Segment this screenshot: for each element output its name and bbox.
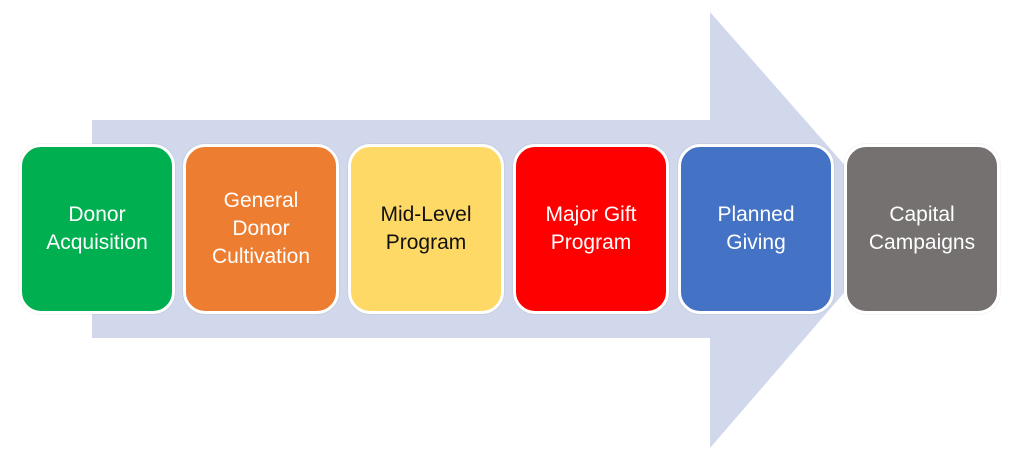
stage-planned-giving: Planned Giving (678, 144, 834, 314)
stage-label: Planned Giving (717, 203, 795, 254)
stage-general-donor-cultivation: General Donor Cultivation (183, 144, 339, 314)
stage-capital-campaigns: Capital Campaigns (844, 144, 1000, 314)
stage-mid-level-program: Mid-Level Program (348, 144, 504, 314)
stage-label: General Donor Cultivation (211, 189, 311, 268)
stage-label: Major Gift Program (545, 203, 637, 254)
stage-label: Capital Campaigns (868, 203, 976, 254)
stage-major-gift-program: Major Gift Program (513, 144, 669, 314)
stage-label: Donor Acquisition (46, 203, 148, 254)
stage-label: Mid-Level Program (380, 203, 472, 254)
stage-donor-acquisition: Donor Acquisition (19, 144, 175, 314)
